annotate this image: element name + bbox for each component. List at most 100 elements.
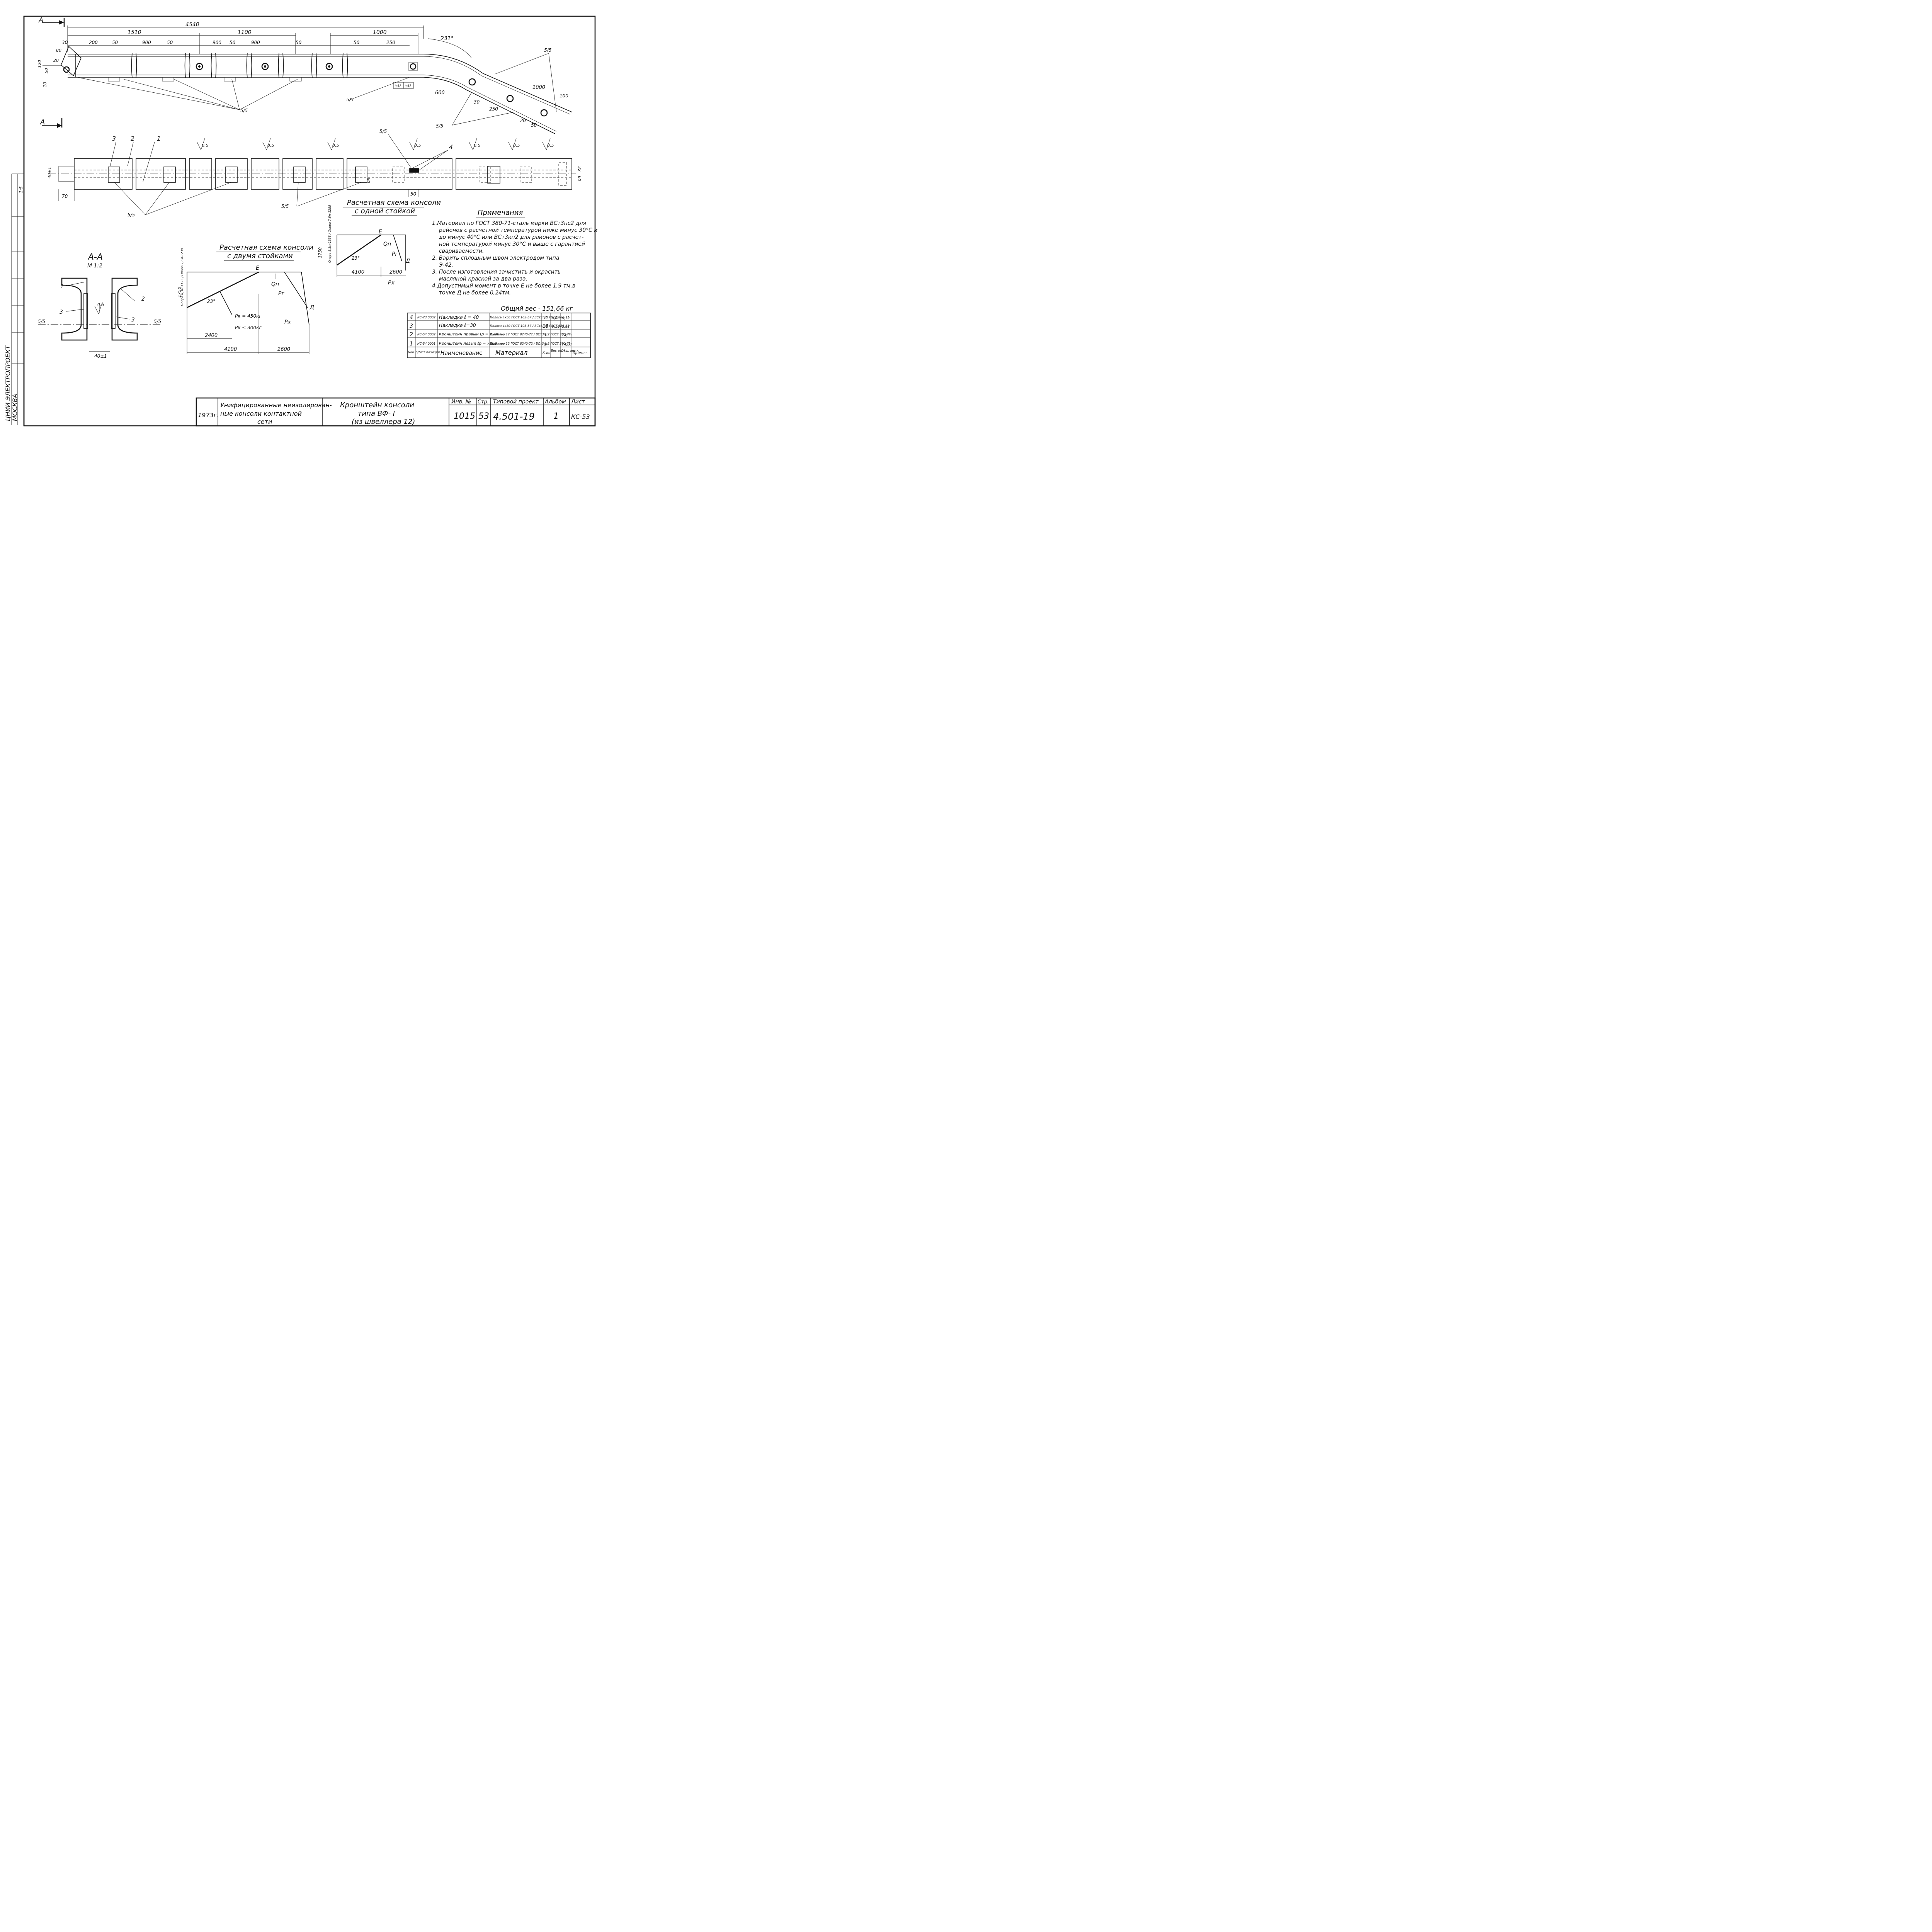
scheme-two-2400: 2400 xyxy=(205,333,218,338)
dim-overall: 4540 xyxy=(185,22,199,28)
spec-head-qty: К-во xyxy=(543,351,551,355)
dim-aa: 40±1 xyxy=(94,354,107,359)
dim-10: 10 xyxy=(43,82,48,87)
scheme-one-title-2: с одной стойкой xyxy=(355,207,415,215)
section-mark-a-top: А xyxy=(38,16,43,24)
scheme-two-pk2: Pк ≤ 300кг xyxy=(235,325,262,330)
dim-20-r: 20 xyxy=(520,118,526,123)
spec-row4-material: Швеллер 12 ГОСТ 8240-72 / ВСт3пс2 ГОСТ 3… xyxy=(490,342,571,345)
spec-row3-material: Швеллер 12 ГОСТ 8240-72 / ВСт3пс2 ГОСТ 3… xyxy=(490,333,571,336)
dim-250: 250 xyxy=(386,40,395,45)
dim-20: 20 xyxy=(53,58,59,63)
spec-row2-name: Накладка ℓ=30 xyxy=(439,323,476,328)
label-1: 1 xyxy=(157,135,161,142)
scheme-two-angle: 23° xyxy=(207,299,215,304)
dim-50-g: 50 xyxy=(405,83,411,88)
dim-50-c: 50 xyxy=(230,40,236,45)
dim-80-plan: 80 xyxy=(366,178,371,183)
tb-series-1: Унифицированные неизолирован- xyxy=(220,401,332,409)
svg-text:0,5: 0,5 xyxy=(332,143,339,148)
dim-200: 200 xyxy=(89,40,98,45)
dim-50-f: 50 xyxy=(395,83,401,88)
spec-row1-w1: 0,06 xyxy=(552,316,560,320)
scheme-two-support: Опора 8,3м-1175 / Опора 7,6м-1230 xyxy=(180,248,184,306)
tb-name-3: (из швеллера 12) xyxy=(352,418,415,426)
note-line-9: масляной краской за два раза. xyxy=(439,276,527,282)
tb-sheet: КС-53 xyxy=(571,413,590,420)
tb-inv: 1015 xyxy=(454,412,475,421)
tb-project: 4.501-19 xyxy=(493,411,535,422)
spec-row4-w2: 74,33 xyxy=(562,343,572,347)
tb-name-1: Кронштейн консоли xyxy=(340,401,414,409)
spec-row3-doc: КС-54 0002 xyxy=(417,333,435,336)
spec-row4-doc: КС-54 0001 xyxy=(417,342,435,345)
dim-50-plan: 50 xyxy=(410,191,417,197)
scheme-two-d: Д xyxy=(310,304,314,311)
scheme-one-qn: Qп xyxy=(383,241,391,247)
spec-row3-qty: 1 xyxy=(544,332,547,337)
scheme-two-e: E xyxy=(256,265,259,271)
aa-label-3-r: 3 xyxy=(131,317,135,323)
weld-mark-7: 5/5 xyxy=(379,129,387,134)
section-aa-scale: М 1:2 xyxy=(87,263,102,269)
weld-mark-1: 5/5 xyxy=(240,108,248,113)
spec-row4-pos: 1 xyxy=(410,341,413,347)
dim-1100: 1100 xyxy=(238,29,252,36)
spec-row1-qty: 2 xyxy=(544,315,547,320)
dim-50-a: 50 xyxy=(112,40,118,45)
spec-row1-w2: 0,12 xyxy=(562,316,570,320)
scheme-two-pk1: Pк = 450кг xyxy=(235,313,262,319)
spec-head-note: Примеч. xyxy=(573,351,588,355)
weld-mark-5: 5/5 xyxy=(128,212,135,218)
dim-50-e: 50 xyxy=(354,40,360,45)
note-line-10: 4.Допустимый момент в точке Е не более 1… xyxy=(432,283,575,289)
scheme-one-d: Д xyxy=(405,258,410,264)
scheme-one-pr: Pг xyxy=(392,251,398,257)
spec-row2-w2: 2,88 xyxy=(562,325,570,329)
spec-row3-pos: 2 xyxy=(410,332,413,338)
dim-120: 120 xyxy=(37,60,42,68)
note-line-7: Э-42. xyxy=(439,262,453,268)
scheme-two-supports: Расчетная схема консоли с двумя стойками… xyxy=(177,243,314,354)
dim-900-c: 900 xyxy=(251,40,260,45)
section-aa-title: А-А xyxy=(87,252,103,262)
spec-head-name: Наименование xyxy=(440,350,483,356)
dim-1000-top: 1000 xyxy=(373,29,387,36)
hole xyxy=(196,63,203,70)
plan-view: 70 40±1 80 50 32 60 3 2 1 4 0,5 0,5 0,5 … xyxy=(47,129,582,218)
dim-50-d: 50 xyxy=(296,40,302,45)
label-2: 2 xyxy=(131,135,134,142)
weld-mark-6: 5/5 xyxy=(281,204,289,209)
spec-total-weight: Общий вес - 151,66 кг xyxy=(501,305,573,312)
note-line-8: 3. После изготовления зачистить и окраси… xyxy=(432,269,561,275)
weld-mark-4: 5/5 xyxy=(544,48,551,53)
dim-80: 80 xyxy=(56,48,61,53)
spec-row1-material: Полоса 4х50 ГОСТ 103-57 / ВСт3пс2 ГОСТ 3… xyxy=(490,316,569,319)
svg-text:0,5: 0,5 xyxy=(414,143,421,148)
stamp-scale: 1:5 xyxy=(19,186,24,193)
scheme-two-pr: Pг xyxy=(278,291,284,297)
stamp-org: ЦНИИ ЭЛЕКТРОПРОЕКТ xyxy=(4,345,12,421)
scheme-one-height: 1750 xyxy=(318,247,323,258)
svg-text:0,5: 0,5 xyxy=(547,143,554,148)
title-block: 1973г. Унифицированные неизолирован- ные… xyxy=(196,397,596,427)
weld-mark-3: 5/5 xyxy=(436,123,443,129)
spec-row1-name: Накладка ℓ = 40 xyxy=(439,315,479,320)
svg-text:0,5: 0,5 xyxy=(267,143,274,148)
scheme-one-2600: 2600 xyxy=(389,269,402,275)
tb-sheet-label: Лист xyxy=(571,399,585,405)
scheme-one-px: Pх xyxy=(388,280,395,286)
dim-231: 231° xyxy=(440,36,454,42)
note-line-11: точке Д не более 0,24тм. xyxy=(439,290,511,296)
tb-album-label: Альбом xyxy=(544,399,566,405)
dim-70: 70 xyxy=(62,194,68,199)
dim-60: 60 xyxy=(577,176,582,181)
aa-label-3-l: 3 xyxy=(60,309,63,315)
dim-100: 100 xyxy=(560,93,568,99)
spec-row3-w2: 74,33 xyxy=(562,333,572,337)
spec-head-pos: №№ п/п xyxy=(408,350,420,354)
spec-row2-doc: — xyxy=(421,324,425,328)
dim-40: 40±1 xyxy=(47,167,52,179)
tb-album: 1 xyxy=(553,412,559,421)
tb-page: 53 xyxy=(478,412,489,421)
